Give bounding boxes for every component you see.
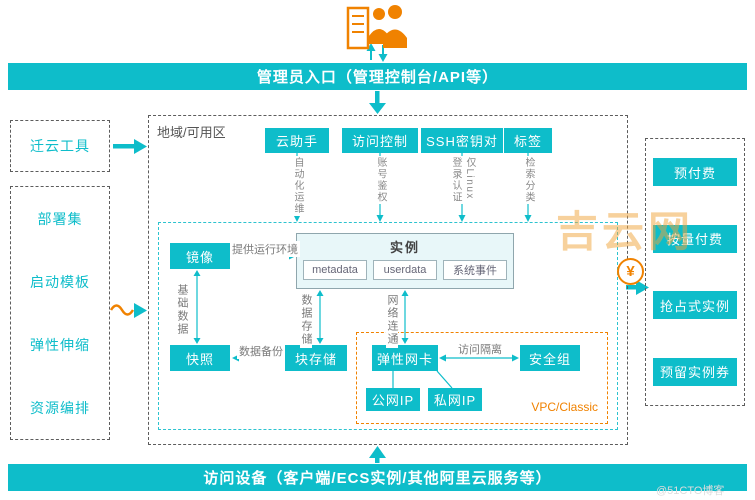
service-note-login: 登录认证仅Linux [449,156,475,204]
node-eni: 弹性网卡 [372,345,438,371]
node-public-ip: 公网IP [366,388,420,411]
arrow-migration-to-region-icon [113,139,147,154]
instance-system-events: 系统事件 [443,260,507,280]
left-item-resource-orchestration: 资源编排 [30,399,90,416]
vpc-classic-box [356,332,608,424]
service-note-auth: 账号鉴权 [374,156,386,204]
instance-title: 实例 [389,240,420,255]
instance-components: metadata userdata 系统事件 [297,256,513,280]
migration-tool-label: 迁云工具 [30,138,90,154]
edge-label-runtime: 提供运行环境 [230,241,300,257]
edge-label-network: 网络连通 [386,292,398,348]
watermark-small: @51CTO博客 [656,485,725,497]
edge-label-backup: 数据备份 [237,343,285,359]
arrow-scaling-wave-icon [109,303,147,318]
billing-prepaid: 预付费 [653,158,737,187]
billing-yen-icon: ¥ [617,258,644,285]
left-item-auto-scaling: 弹性伸缩 [30,336,90,353]
instance-metadata: metadata [303,260,367,280]
admin-entry-banner: 管理员入口（管理控制台/API等） [8,63,747,90]
vpc-classic-label: VPC/Classic [531,400,598,414]
service-tags: 标签 [504,128,552,153]
access-devices-banner: 访问设备（客户端/ECS实例/其他阿里云服务等） [8,464,747,491]
node-private-ip: 私网IP [428,388,482,411]
instance-box: 实例 metadata userdata 系统事件 [296,233,514,289]
service-access-control: 访问控制 [342,128,418,153]
node-image: 镜像 [170,243,230,269]
arrow-banner-to-region-icon [369,91,386,114]
service-note-search: 检索分类 [522,156,534,204]
edge-label-isolation: 访问隔离 [456,341,504,357]
node-security-group: 安全组 [520,345,580,371]
node-block-storage: 块存储 [285,345,347,371]
billing-pay-as-you-go: 按量付费 [653,224,737,253]
arrow-devices-to-region-icon [369,446,386,463]
node-snapshot: 快照 [170,345,230,371]
admin-users-icon [345,2,409,59]
billing-spot-instance: 抢占式实例 [653,291,737,320]
edge-label-base-data: 基础数据 [176,282,188,338]
service-ssh-keypair: SSH密钥对 [421,128,503,153]
service-note-automation: 自动化运维 [291,156,303,216]
left-item-launch-template: 启动模板 [30,273,90,290]
region-label: 地域/可用区 [157,125,226,140]
instance-userdata: userdata [373,260,437,280]
billing-options-box: 预付费 按量付费 抢占式实例 预留实例券 [645,138,745,406]
edge-label-storage: 数据存储 [300,292,312,348]
left-item-deployment-set: 部署集 [37,210,83,227]
service-cloud-assistant: 云助手 [265,128,329,153]
instance-zone-box [158,222,618,430]
billing-reserved-instance: 预留实例券 [653,357,737,386]
left-tools-box: 部署集 启动模板 弹性伸缩 资源编排 [10,186,110,440]
watermark-large: 吉云网 [556,208,695,255]
migration-tool-box: 迁云工具 [10,120,110,172]
